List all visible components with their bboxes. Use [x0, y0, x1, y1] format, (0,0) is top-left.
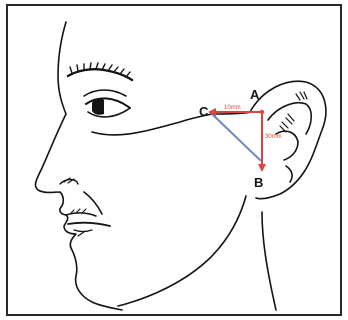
- vertical-measure-label: 30mm: [265, 134, 282, 140]
- point-label-c: C: [199, 104, 209, 119]
- iris: [92, 99, 104, 115]
- point-label-a: A: [250, 87, 260, 102]
- point-label-b: B: [254, 175, 263, 190]
- horizontal-measure-label: 10mm: [224, 105, 241, 111]
- red-dot-a: [260, 110, 264, 114]
